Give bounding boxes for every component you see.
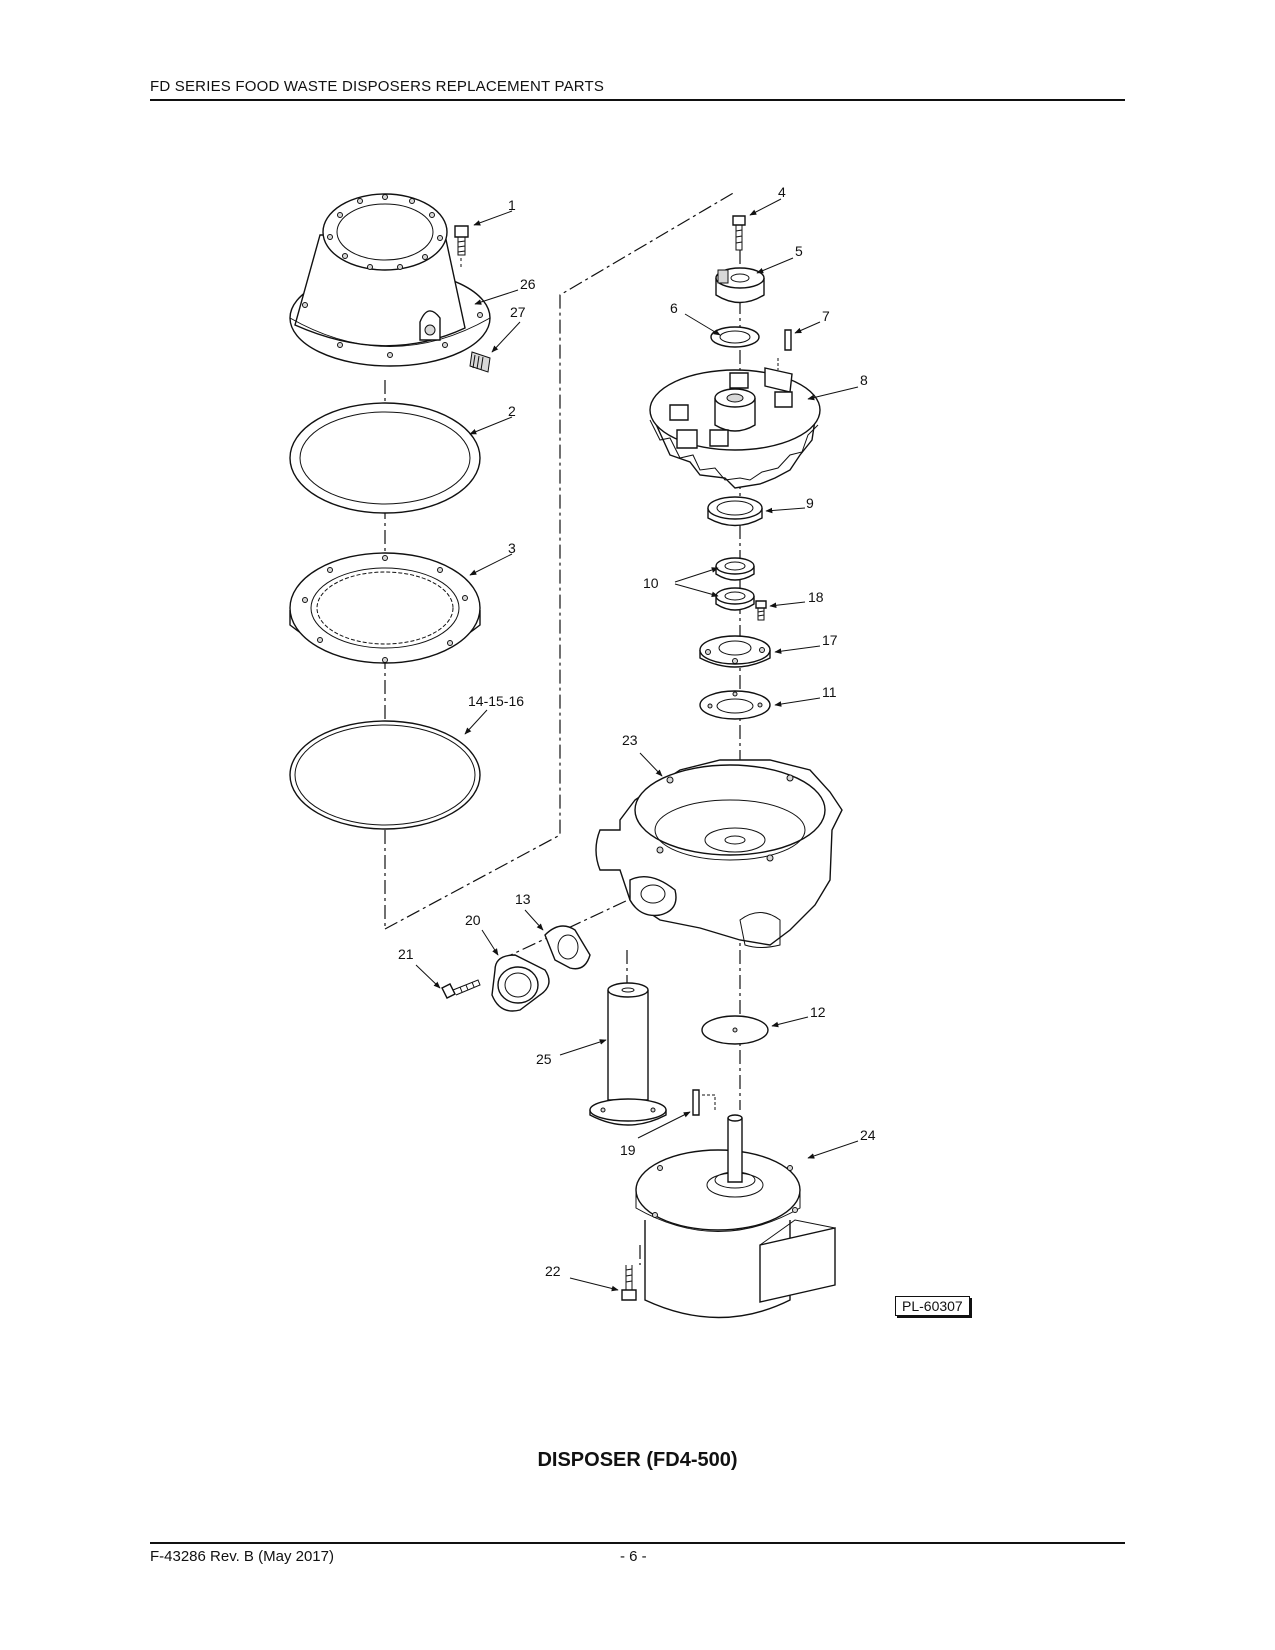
motor-bolt-part bbox=[621, 1265, 637, 1301]
callout-6: 6 bbox=[670, 300, 678, 316]
retainer-gasket-part bbox=[699, 690, 771, 720]
callout-21: 21 bbox=[398, 946, 414, 962]
motor-part bbox=[635, 1114, 836, 1319]
callout-8: 8 bbox=[860, 372, 868, 388]
callout-4: 4 bbox=[778, 184, 786, 200]
page-header-title: FD SERIES FOOD WASTE DISPOSERS REPLACEME… bbox=[150, 78, 605, 95]
callout-3: 3 bbox=[508, 540, 516, 556]
rotor-screw-part bbox=[732, 215, 746, 251]
callout-7: 7 bbox=[822, 308, 830, 324]
callout-23: 23 bbox=[622, 732, 638, 748]
callout-13: 13 bbox=[515, 891, 531, 907]
callout-5: 5 bbox=[795, 243, 803, 259]
retainer-screw-part bbox=[755, 600, 767, 621]
footer-doc-number: F-43286 Rev. B (May 2017) bbox=[150, 1548, 334, 1565]
rotor-key-part bbox=[777, 329, 792, 370]
leader-lines bbox=[415, 198, 859, 1292]
hopper-bolt-part bbox=[454, 225, 469, 268]
outlet-gasket-part bbox=[544, 925, 591, 970]
callout-24: 24 bbox=[860, 1127, 876, 1143]
callout-14-15-16: 14-15-16 bbox=[468, 693, 524, 709]
callout-26: 26 bbox=[520, 276, 536, 292]
callout-10: 10 bbox=[643, 575, 659, 591]
housing-part bbox=[595, 759, 843, 948]
header-divider bbox=[150, 99, 1125, 101]
outlet-flange-part bbox=[491, 954, 550, 1012]
flange-bolt-part bbox=[441, 979, 481, 999]
plug-part bbox=[469, 351, 491, 373]
rotor-hub-part bbox=[715, 267, 765, 304]
slinger-part bbox=[701, 1015, 769, 1045]
callout-22: 22 bbox=[545, 1263, 561, 1279]
bearing-retainer-part bbox=[699, 635, 771, 668]
shredder-ring-part bbox=[289, 552, 481, 664]
callout-9: 9 bbox=[806, 495, 814, 511]
hopper-gasket-part bbox=[289, 402, 481, 514]
callout-19: 19 bbox=[620, 1142, 636, 1158]
rotor-plate-part bbox=[649, 367, 821, 489]
callout-17: 17 bbox=[822, 632, 838, 648]
callout-25: 25 bbox=[536, 1051, 552, 1067]
o-ring-part bbox=[289, 720, 481, 830]
bearing-lower-part bbox=[715, 587, 755, 611]
callout-2: 2 bbox=[508, 403, 516, 419]
bearing-upper-part bbox=[715, 557, 755, 581]
outlet-center-line bbox=[499, 884, 661, 961]
plate-number-label: PL-60307 bbox=[895, 1296, 970, 1316]
callout-18: 18 bbox=[808, 589, 824, 605]
rotor-seal-part bbox=[707, 496, 763, 527]
figure-caption: DISPOSER (FD4-500) bbox=[537, 1449, 738, 1471]
footer-divider bbox=[150, 1542, 1125, 1544]
hopper-part bbox=[289, 193, 491, 367]
motor-key-part bbox=[692, 1089, 716, 1116]
callout-20: 20 bbox=[465, 912, 481, 928]
footer-page-number: - 6 - bbox=[620, 1548, 647, 1565]
callout-12: 12 bbox=[810, 1004, 826, 1020]
exploded-parts-diagram: 1 2 3 4 5 6 7 8 9 10 11 12 13 14-15-16 1… bbox=[289, 184, 876, 1319]
callout-1: 1 bbox=[508, 197, 516, 213]
hub-washer-part bbox=[710, 326, 760, 348]
callout-27: 27 bbox=[510, 304, 526, 320]
assembly-boundary-line bbox=[384, 191, 736, 930]
callout-11: 11 bbox=[822, 684, 837, 700]
drain-tube-part bbox=[589, 982, 667, 1126]
